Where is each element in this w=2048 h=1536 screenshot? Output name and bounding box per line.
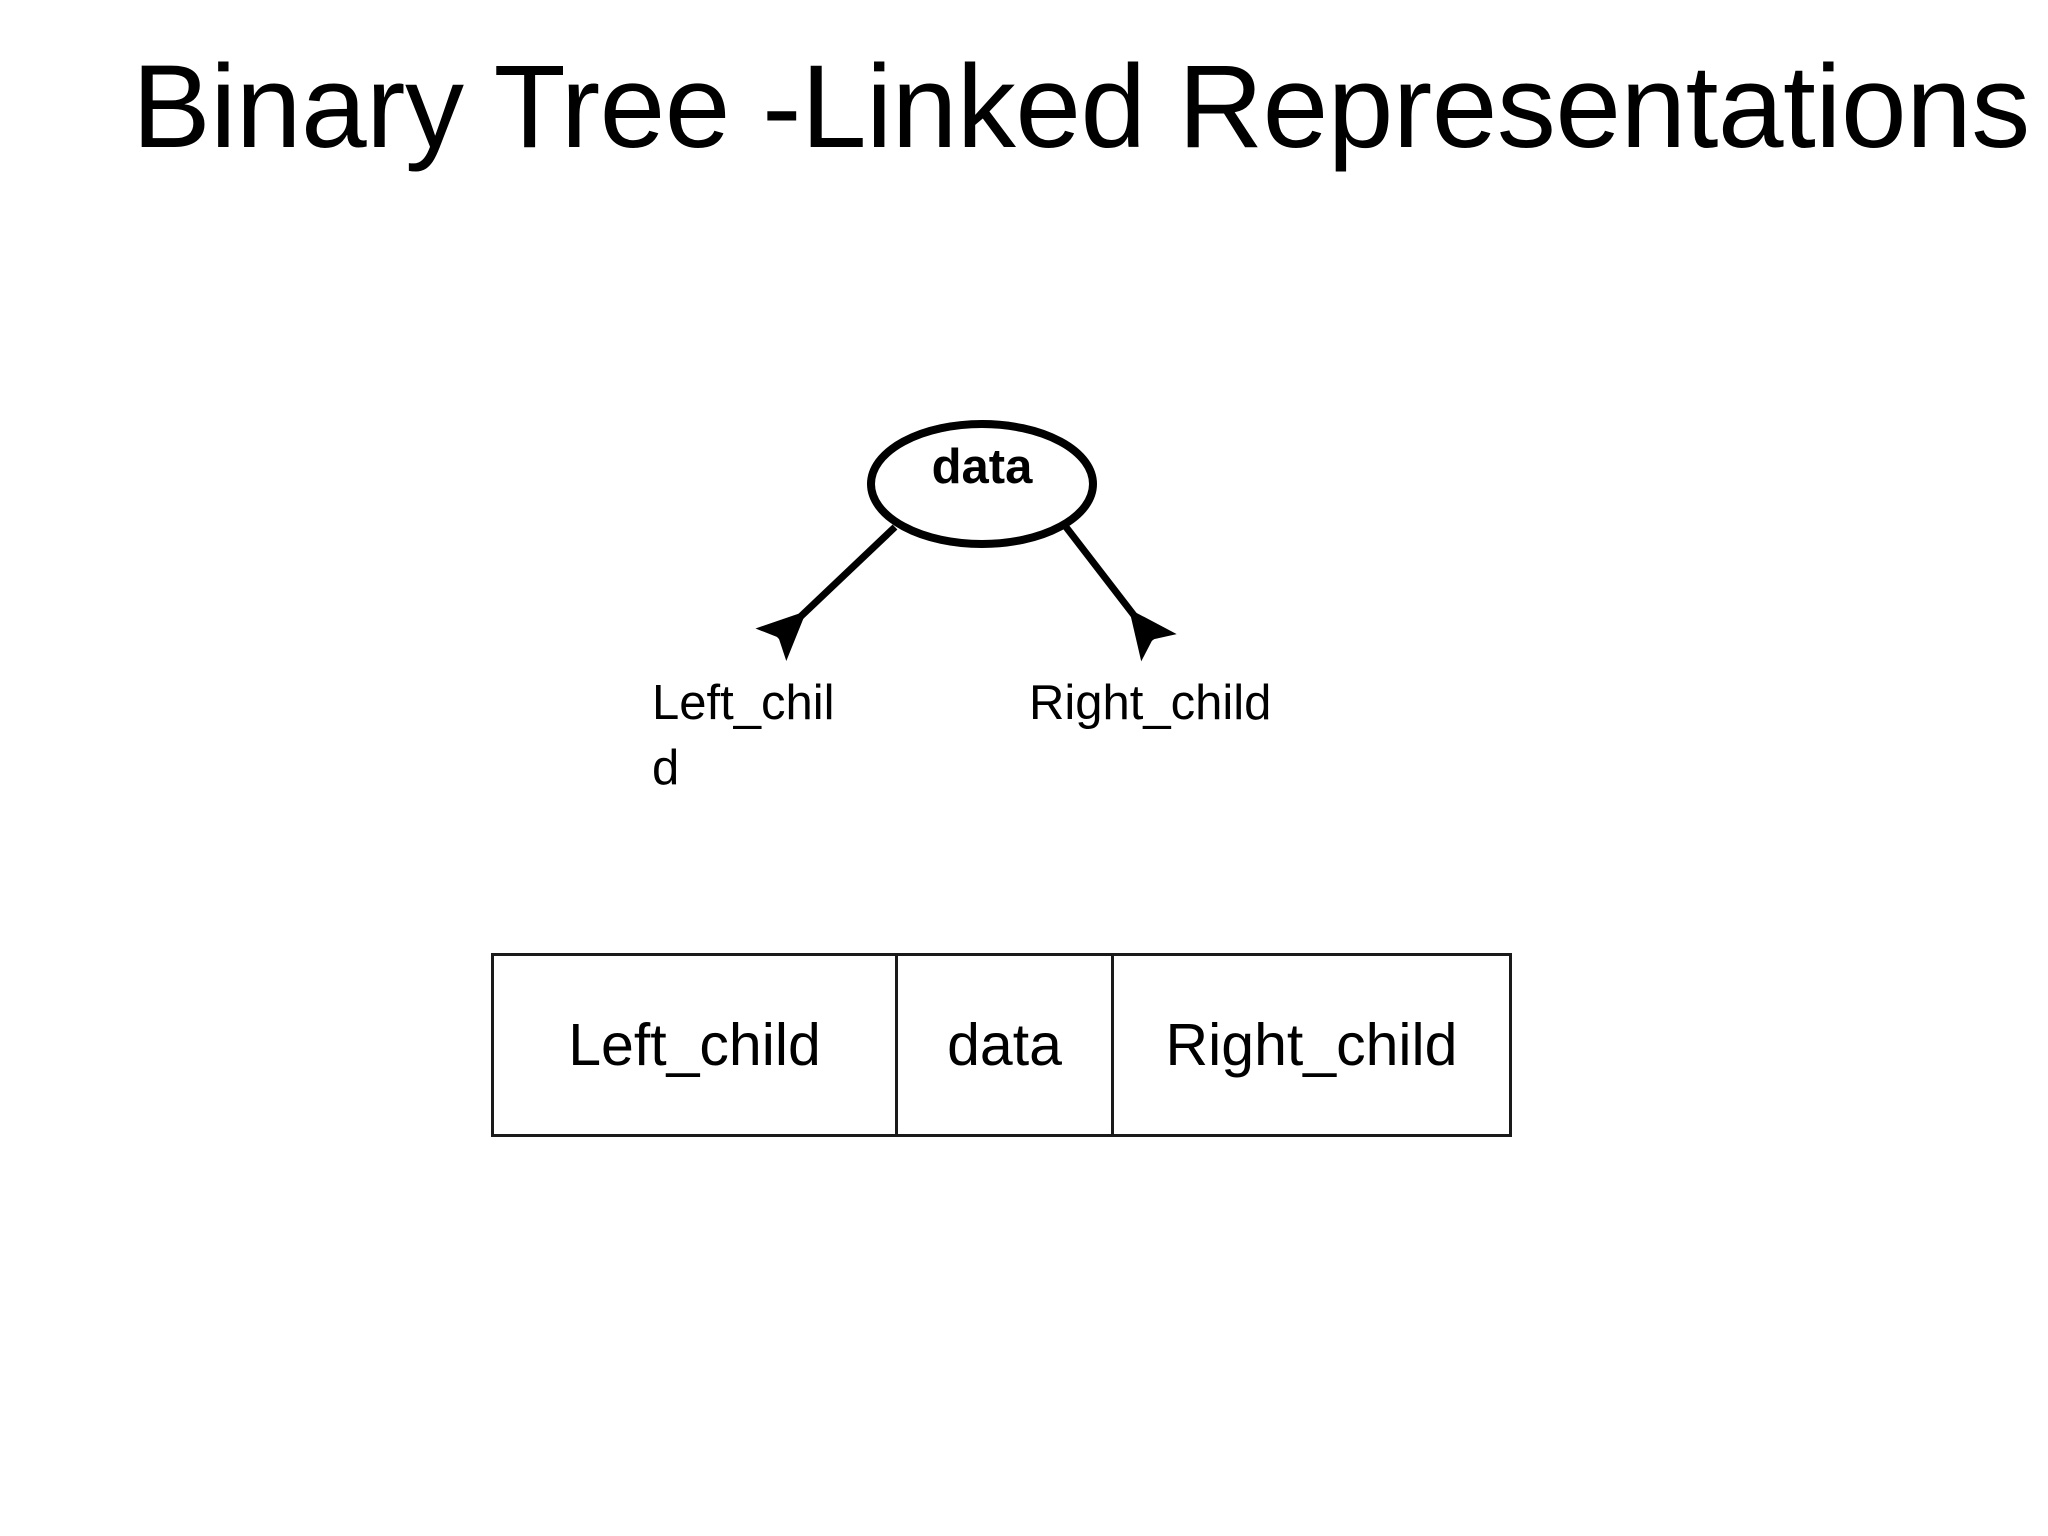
cell-data: data [895,953,1114,1137]
left-child-label-line1: Left_chil [652,676,835,730]
root-node-label: data [931,440,1033,494]
table-row: Left_child data Right_child [491,953,1512,1137]
page-title: Binary Tree -Linked Representations [132,41,2030,173]
left-child-arrow [755,524,898,661]
cell-left-child: Left_child [491,953,898,1137]
left-child-label: Left_chil d [652,671,868,801]
cell-right-child: Right_child [1111,953,1512,1137]
right-child-arrow [1063,524,1177,662]
right-child-label-line1: Right_child [1029,676,1272,730]
root-node-ellipse[interactable] [867,420,1097,548]
right-child-label: Right_child [1029,671,1329,736]
left-child-label-line2: d [652,741,680,796]
node-structure-table: Left_child data Right_child [491,953,1512,1137]
